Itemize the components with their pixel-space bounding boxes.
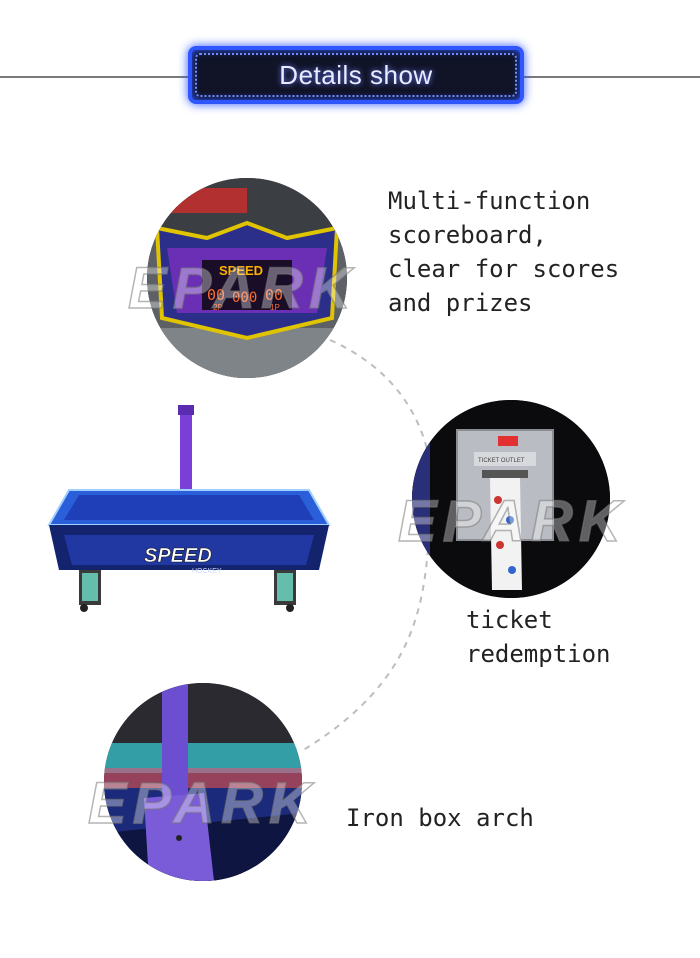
ticket-outlet-label: TICKET OUTLET	[478, 458, 525, 464]
scoreboard-left-score: 00	[207, 286, 225, 304]
scoreboard-right-score: 00	[265, 286, 283, 304]
header-divider-right	[524, 76, 700, 78]
header-banner: Details show	[188, 46, 524, 104]
scoreboard-logo: SPEED	[219, 263, 263, 278]
scoreboard-time: 000	[232, 290, 257, 306]
caption-iron-box-arch: Iron box arch	[346, 804, 534, 832]
ticket-outlet-photo: TICKET OUTLET	[412, 400, 610, 598]
caption-scoreboard: Multi-function scoreboard, clear for sco…	[388, 187, 620, 317]
header-divider-left	[0, 76, 190, 78]
iron-box-arch-photo	[104, 683, 302, 881]
caption-ticket-redemption: ticket redemption	[466, 606, 611, 668]
air-hockey-table-image: SPEED HOCKEY	[44, 405, 334, 615]
scoreboard-left-player: 2P	[213, 303, 223, 312]
table-logo-text: SPEED	[144, 545, 212, 567]
table-logo-sub: HOCKEY	[192, 568, 222, 575]
scoreboard-photo: SPEED 00 000 00 2P 1P	[147, 178, 347, 378]
scoreboard-right-player: 1P	[270, 303, 280, 312]
